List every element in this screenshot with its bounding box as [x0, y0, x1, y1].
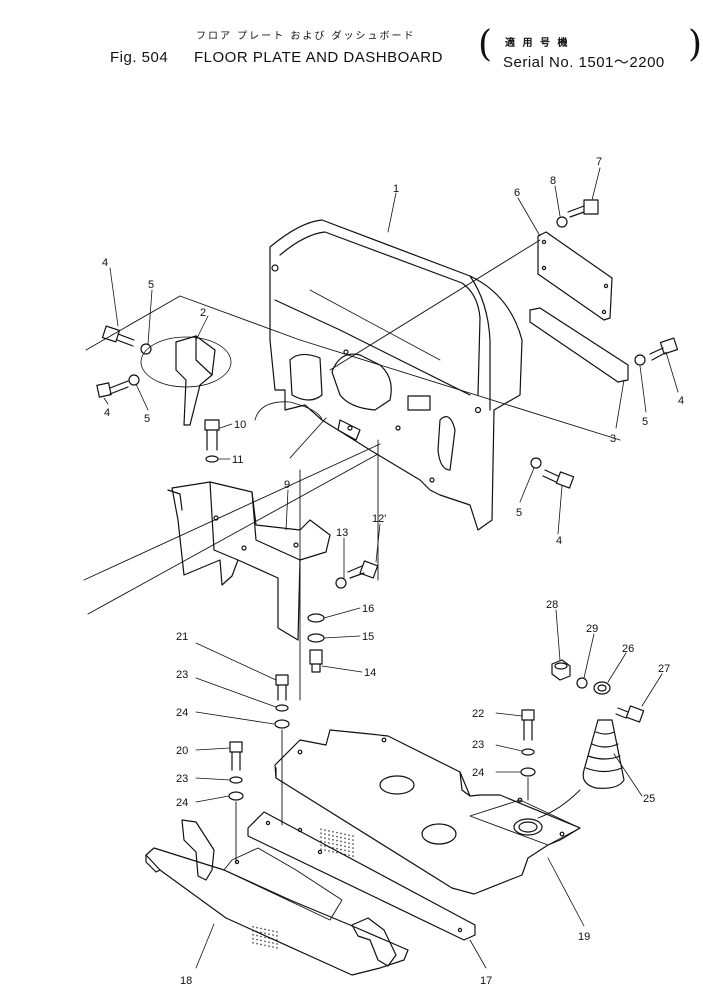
callout-5-a: 5 [148, 279, 154, 291]
callout-26: 26 [622, 643, 634, 655]
title-japanese: フロア プレート および ダッシュボード [196, 31, 416, 42]
callout-24-a: 24 [176, 707, 188, 719]
bolt-21 [275, 674, 289, 701]
boot [537, 719, 625, 819]
callout-25: 25 [643, 793, 655, 805]
callout-12: 12' [372, 513, 386, 525]
callout-2: 2 [200, 307, 206, 319]
callout-14: 14 [364, 667, 376, 679]
bolt-4-left-bottom [96, 380, 129, 398]
bolt-27 [615, 705, 645, 723]
leader-lines [103, 167, 679, 969]
bolt-4-left-top [101, 325, 135, 347]
washer-5-b [128, 374, 140, 386]
figure-number: Fig. 504 [110, 49, 169, 66]
callout-18: 18 [180, 975, 192, 986]
washer-5-c [634, 354, 646, 366]
callout-4-c: 4 [678, 395, 684, 407]
washer-16 [307, 613, 325, 623]
washer-8 [556, 216, 568, 228]
callout-29: 29 [586, 623, 598, 635]
callout-27: 27 [658, 663, 670, 675]
washer-23-b [229, 776, 243, 784]
callout-7: 7 [596, 156, 602, 168]
support-bracket [167, 481, 331, 641]
floor-plate [274, 729, 581, 895]
bracket [140, 335, 323, 426]
washer-11 [205, 455, 219, 463]
callout-24-c: 24 [472, 767, 484, 779]
assembly-lines [83, 239, 621, 701]
serial-japanese: 適 用 号 機 [505, 38, 570, 49]
callout-22: 22 [472, 708, 484, 720]
callout-numbers: 1 2 3 4 4 4 4 5 5 5 5 6 7 8 9 10 11 12' … [102, 156, 684, 986]
bolt-22 [521, 709, 535, 741]
washer-24-b [228, 791, 244, 801]
washer-23-a [275, 704, 289, 712]
callout-13: 13 [336, 527, 348, 539]
callout-4-b: 4 [104, 407, 110, 419]
step-plate [145, 819, 409, 976]
callout-4-d: 4 [556, 535, 562, 547]
washer-23-c [521, 748, 535, 756]
strip-plate [529, 307, 629, 383]
nut-28 [551, 659, 571, 681]
washer-13 [335, 577, 347, 589]
callout-9: 9 [284, 479, 290, 491]
callout-5-c: 5 [642, 416, 648, 428]
figure-title: FLOOR PLATE AND DASHBOARD [194, 49, 443, 66]
long-plate [247, 811, 476, 941]
callout-23-b: 23 [176, 773, 188, 785]
washer-29 [576, 677, 588, 689]
washer-15 [307, 633, 325, 643]
callout-15: 15 [362, 631, 374, 643]
serial-paren-close: ) [688, 24, 703, 65]
cover-plate [537, 231, 613, 321]
bolt-4-right [649, 337, 679, 361]
callout-8: 8 [550, 175, 556, 187]
washer-24-c [520, 767, 536, 777]
callout-17: 17 [480, 975, 492, 986]
bolt-20 [229, 741, 243, 771]
clamp-26 [593, 681, 611, 695]
bolt-12 [347, 560, 379, 579]
callout-10: 10 [234, 419, 246, 431]
callout-4-a: 4 [102, 257, 108, 269]
callout-23-c: 23 [472, 739, 484, 751]
callout-3: 3 [610, 433, 616, 445]
callout-23-a: 23 [176, 669, 188, 681]
callout-16: 16 [362, 603, 374, 615]
washer-5-d [530, 457, 542, 469]
bolt-4-lower [542, 469, 575, 489]
callout-6: 6 [514, 187, 520, 199]
serial-range: Serial No. 1501～2200 [503, 54, 665, 71]
callout-19: 19 [578, 931, 590, 943]
callout-24-b: 24 [176, 797, 188, 809]
callout-20: 20 [176, 745, 188, 757]
dashboard-cover [269, 219, 523, 531]
callout-11: 11 [232, 454, 243, 466]
callout-28: 28 [546, 599, 558, 611]
callout-21: 21 [176, 631, 188, 643]
callout-5-b: 5 [144, 413, 150, 425]
bolt-7 [567, 199, 599, 218]
callout-1: 1 [393, 183, 399, 195]
serial-paren-open: ( [478, 24, 493, 65]
washer-5-a [140, 343, 152, 355]
bolt-10 [204, 419, 220, 451]
bolt-14 [309, 649, 323, 673]
washer-24-a [274, 719, 290, 729]
callout-5-d: 5 [516, 507, 522, 519]
